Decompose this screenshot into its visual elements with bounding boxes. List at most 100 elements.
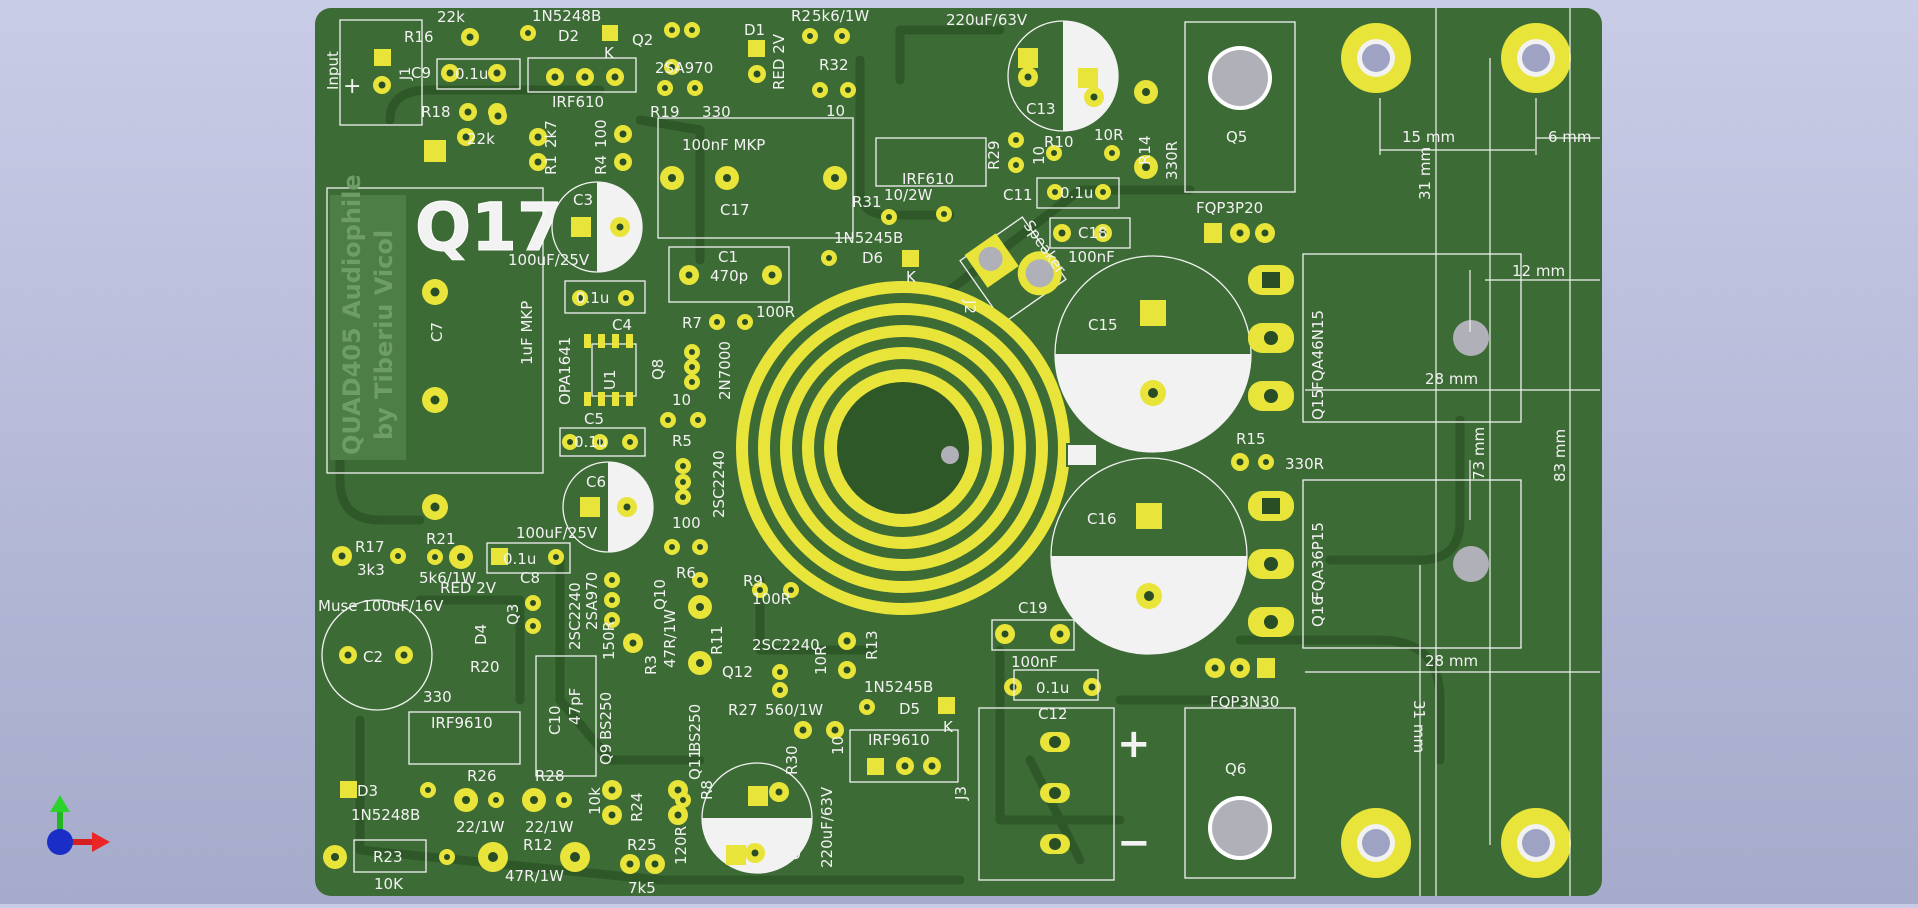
c7-label: C7 bbox=[428, 322, 446, 342]
brand-plate bbox=[330, 195, 406, 460]
q5-label: Q5 bbox=[1226, 128, 1247, 146]
c4-label: C4 bbox=[612, 316, 632, 334]
silkscreen-outline bbox=[326, 187, 544, 474]
output-plus: + bbox=[1117, 721, 1151, 767]
c11-label: C11 bbox=[1003, 186, 1033, 204]
r5-label: R5 bbox=[672, 432, 692, 450]
spiral-inductor bbox=[736, 281, 1098, 615]
speaker-terminal bbox=[959, 216, 1067, 324]
output-minus: − bbox=[1117, 820, 1151, 866]
r6v-label: 100 bbox=[672, 514, 701, 532]
j3-label: J3 bbox=[952, 786, 970, 801]
d6-label: D6 bbox=[862, 249, 883, 267]
q7v-label: 2SC2240 bbox=[710, 450, 728, 518]
dim-83mm: 83 mm bbox=[1551, 429, 1569, 482]
r18v-label: 22k bbox=[467, 130, 495, 148]
component-outlines bbox=[353, 21, 1522, 881]
r24-label: R24 bbox=[628, 792, 646, 822]
r8v-label: 120R bbox=[672, 826, 690, 865]
opamp-chip bbox=[584, 334, 637, 406]
r12v-label: 47R/1W bbox=[505, 867, 564, 885]
d1v-label: RED 2V bbox=[770, 33, 788, 90]
c17v-label: 100nF MKP bbox=[682, 136, 765, 154]
q8-label: Q8 bbox=[649, 359, 667, 380]
brand-line-2: by Tiberiu Vicol bbox=[370, 230, 398, 440]
r4v-label: 100 bbox=[592, 119, 610, 148]
c5v-label: 0.1u bbox=[574, 433, 607, 451]
r19v-label: 330 bbox=[702, 103, 731, 121]
c6-label: C6 bbox=[586, 473, 606, 491]
j2-label: J2 bbox=[961, 299, 979, 314]
c12-label: C12 bbox=[1038, 705, 1068, 723]
q11v-label: BS250 bbox=[686, 704, 704, 752]
r16v-label: 22k bbox=[437, 8, 465, 26]
r32-label: R32 bbox=[819, 56, 849, 74]
c19-label: C19 bbox=[1018, 599, 1048, 617]
c14-label: C14 bbox=[786, 830, 804, 860]
r10v-label: 10R bbox=[1094, 126, 1124, 144]
q6-label: Q6 bbox=[1225, 760, 1246, 778]
d5-label: D5 bbox=[899, 700, 920, 718]
q15-label: Q15 bbox=[1309, 389, 1327, 420]
c3-label: C3 bbox=[573, 191, 593, 209]
pad[interactable] bbox=[374, 49, 391, 66]
q10-label: Q10 bbox=[651, 579, 669, 610]
c9v-label: 0.1u bbox=[455, 65, 488, 83]
x-axis-arrow-icon bbox=[92, 832, 110, 852]
k2-label: K bbox=[906, 268, 917, 286]
r12-label: R12 bbox=[523, 836, 553, 854]
irf610b-label: IRF610 bbox=[902, 170, 954, 188]
r17-label: R17 bbox=[355, 538, 385, 556]
q3v-label: 2SC2240 bbox=[566, 582, 584, 650]
r28-label: R28 bbox=[535, 767, 565, 785]
irf610a-label: IRF610 bbox=[552, 93, 604, 111]
r30-label: R30 bbox=[783, 745, 801, 775]
d4-label: D4 bbox=[472, 624, 490, 645]
k3-label: K bbox=[943, 718, 954, 736]
j1-label: J1 bbox=[398, 67, 414, 81]
axis-orientation-gizmo[interactable] bbox=[47, 795, 110, 855]
r28v-label: 22/1W bbox=[525, 818, 574, 836]
d3-label: D3 bbox=[357, 782, 378, 800]
input-label: Input bbox=[324, 51, 342, 90]
c3v-label: 100uF/25V bbox=[508, 251, 590, 269]
c1v-label: 470p bbox=[710, 267, 748, 285]
c15-label: C15 bbox=[1088, 316, 1118, 334]
c10v-label: 47pF bbox=[566, 688, 584, 725]
c2-label: C2 bbox=[363, 648, 383, 666]
c17-label: C17 bbox=[720, 201, 750, 219]
c2v-label: Muse 100uF/16V bbox=[318, 597, 444, 615]
c18v-label: 100nF bbox=[1068, 248, 1115, 266]
c10-label: C10 bbox=[546, 705, 564, 735]
c14v-label: 220uF/63V bbox=[818, 786, 836, 868]
r31-label: R31 bbox=[852, 193, 882, 211]
r27-label: R27 bbox=[728, 701, 758, 719]
dim-12mm: 12 mm bbox=[1512, 262, 1565, 280]
r17v-label: 3k3 bbox=[357, 561, 385, 579]
r15-label: R15 bbox=[1236, 430, 1266, 448]
r29-label: R29 bbox=[985, 140, 1003, 170]
r21-label: R21 bbox=[426, 530, 456, 548]
q3-label: Q3 bbox=[504, 604, 522, 625]
q15v-label: FQA46N15 bbox=[1309, 310, 1327, 390]
u1v-label: OPA1641 bbox=[556, 337, 574, 405]
r21v-label: 5k6/1W bbox=[419, 569, 476, 587]
r3v-label: 47R/1W bbox=[661, 609, 679, 668]
q9v-label: BS250 bbox=[597, 692, 615, 740]
r4-label: R4 bbox=[592, 155, 610, 175]
output-terminal: + − bbox=[1040, 721, 1151, 866]
q12-label: Q12 bbox=[722, 663, 753, 681]
dimension-lines bbox=[1305, 8, 1600, 896]
q8v-label: 2N7000 bbox=[716, 341, 734, 400]
r3-label: R3 bbox=[642, 655, 660, 675]
c4v-label: 0.1u bbox=[576, 289, 609, 307]
r20v-label: 330 bbox=[423, 688, 452, 706]
c11v-label: 0.1u bbox=[1060, 184, 1093, 202]
r20-label: R20 bbox=[470, 658, 500, 676]
mounting-holes bbox=[1341, 23, 1571, 878]
r32v-label: 10 bbox=[826, 102, 845, 120]
q16-label: Q16 bbox=[1309, 596, 1327, 627]
y-axis-arrow-icon bbox=[50, 795, 70, 812]
